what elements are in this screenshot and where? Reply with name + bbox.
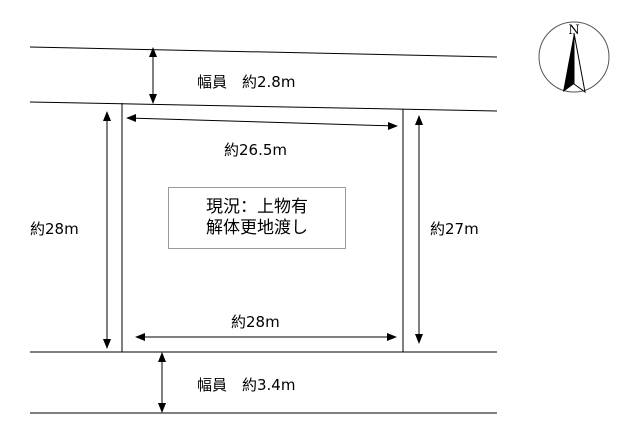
north-road-outer-line (29, 46, 498, 58)
north-road-width-arrow (149, 47, 157, 104)
bottom-edge-length-label: 約28m (231, 313, 280, 331)
top-edge-dimension-arrow (126, 114, 398, 130)
left-edge-length-label: 約28m (30, 220, 79, 238)
top-edge-length-label: 約26.5m (224, 141, 288, 159)
north-road-inner-line (29, 101, 498, 112)
status-line-1: 現況：上物有 (206, 197, 308, 217)
north-compass-icon: N (538, 21, 610, 94)
bottom-edge-dimension-arrow (135, 333, 397, 341)
south-road-width-label: 幅員 約3.4m (197, 376, 296, 394)
north-road-width-label: 幅員 約2.8m (197, 73, 296, 91)
right-edge-dimension-arrow (415, 115, 423, 344)
south-road-width-arrow (158, 352, 166, 413)
current-status-box: 現況：上物有 解体更地渡し (168, 187, 346, 249)
compass-north-label: N (568, 23, 579, 38)
status-line-2: 解体更地渡し (206, 218, 308, 238)
right-edge-length-label: 約27m (430, 220, 479, 238)
left-edge-dimension-arrow (103, 111, 111, 349)
